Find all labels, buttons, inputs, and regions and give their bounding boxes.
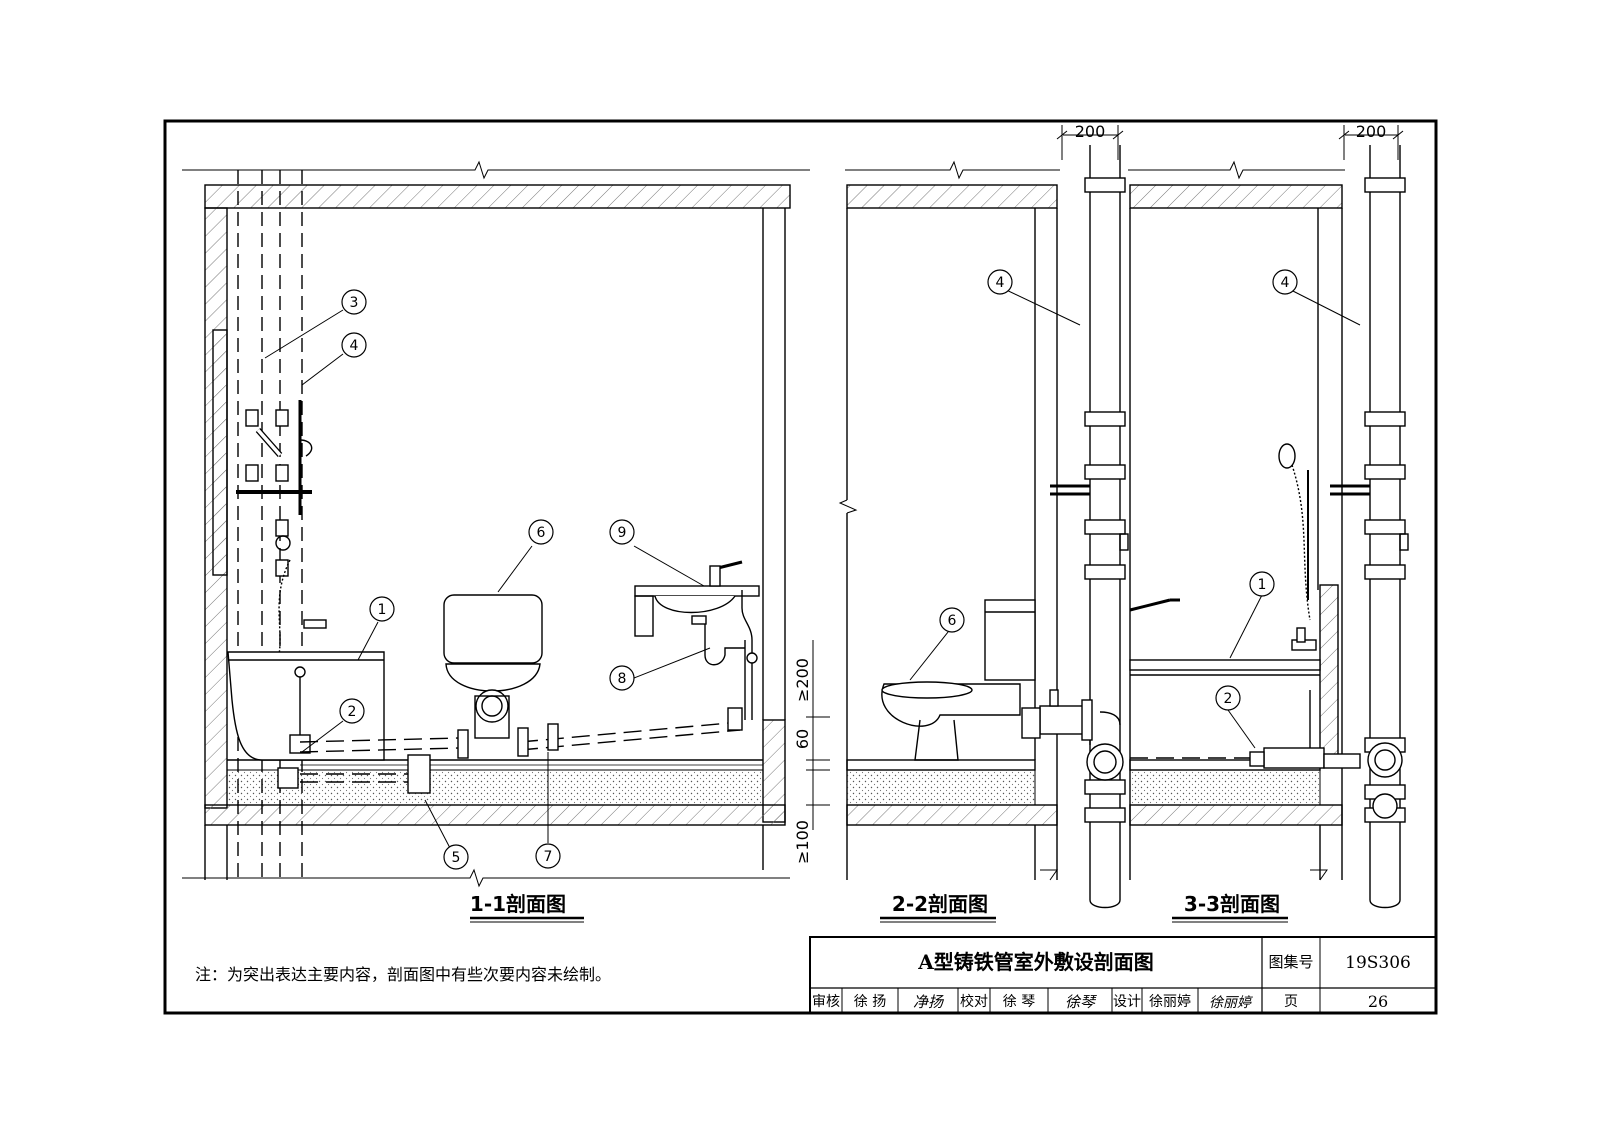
drawing-title: A型铸铁管室外敷设剖面图	[917, 950, 1154, 974]
callout-1: 1	[369, 596, 395, 622]
callout-2c-label: 2	[1224, 691, 1233, 707]
atlas-number-label: 图集号	[1268, 953, 1313, 971]
callout-6b-label: 6	[948, 613, 957, 629]
checker-name: 徐 琴	[1003, 994, 1035, 1010]
design-label: 设计	[1113, 994, 1141, 1010]
dimension-200-section-2-2: 200	[1075, 122, 1106, 141]
callout-6: 6	[528, 519, 554, 545]
callout-3: 3	[341, 289, 367, 315]
callout-4-section-3-3: 4	[1272, 269, 1298, 295]
leader-lines	[264, 286, 1361, 849]
designer-signature: 徐丽婷	[1209, 995, 1253, 1011]
callout-4c-label: 4	[1281, 275, 1290, 291]
section-title-2-2: 2-2剖面图	[892, 892, 988, 916]
check-label: 校对	[960, 993, 988, 1010]
dimension-60: 60	[793, 729, 812, 749]
review-label: 审核	[812, 994, 840, 1010]
callout-4-section-2-2: 4	[987, 269, 1013, 295]
callout-2-label: 2	[348, 704, 357, 720]
reviewer-signature: 净扬	[913, 993, 945, 1011]
section-title-3-3: 3-3剖面图	[1184, 892, 1280, 916]
section-title-1-1: 1-1剖面图	[470, 892, 566, 916]
section-3-3	[1128, 125, 1409, 909]
drawing-note: 注：为突出表达主要内容，剖面图中有些次要内容未绘制。	[195, 965, 611, 984]
dimension-ge200: ≥200	[793, 658, 812, 702]
callout-7-label: 7	[544, 849, 553, 865]
section-1-1	[182, 160, 830, 888]
callout-8: 8	[609, 665, 635, 691]
reviewer-name: 徐 扬	[854, 994, 886, 1010]
callout-9-label: 9	[618, 525, 627, 541]
atlas-number: 19S306	[1345, 953, 1411, 973]
callout-6-section-2-2: 6	[939, 607, 965, 633]
callout-1c-label: 1	[1258, 577, 1267, 593]
callout-8-label: 8	[618, 671, 627, 687]
callout-3-label: 3	[350, 295, 359, 311]
callout-2: 2	[339, 698, 365, 724]
designer-name: 徐丽婷	[1149, 994, 1191, 1010]
page-label: 页	[1284, 994, 1298, 1010]
sheet-border	[163, 119, 1438, 1015]
callout-2-section-3-3: 2	[1215, 685, 1241, 711]
callout-4: 4	[341, 332, 367, 358]
section-2-2	[838, 125, 1129, 909]
dimension-200-section-3-3: 200	[1356, 122, 1387, 141]
callout-5-label: 5	[452, 850, 461, 866]
callout-1-section-3-3: 1	[1249, 571, 1275, 597]
page-number: 26	[1368, 992, 1388, 1011]
callouts: 1 2 3 4 5 6 7 8 9 4 6 4 1 2	[339, 269, 1298, 870]
callout-4b-label: 4	[996, 275, 1005, 291]
callout-9: 9	[609, 519, 635, 545]
callout-4-label: 4	[350, 338, 359, 354]
callout-5: 5	[443, 844, 469, 870]
callout-1-label: 1	[378, 602, 387, 618]
dimension-ge100: ≥100	[793, 820, 812, 864]
title-block	[809, 936, 1437, 1014]
callout-7: 7	[535, 843, 561, 869]
checker-signature: 徐琴	[1065, 993, 1097, 1011]
callout-6-label: 6	[537, 525, 546, 541]
